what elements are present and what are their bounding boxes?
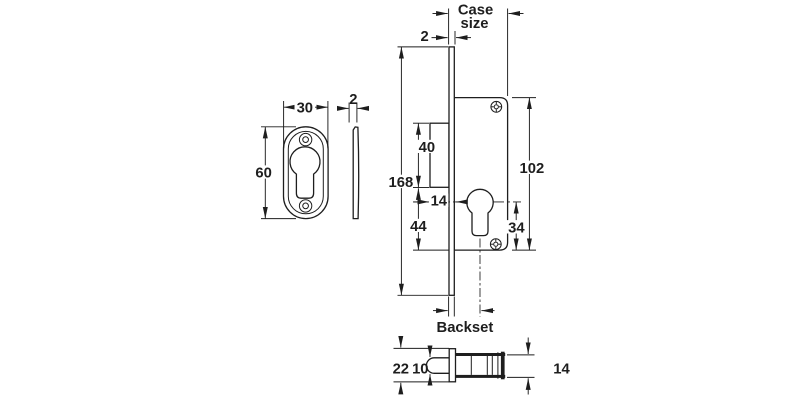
lock-bottom-view	[425, 348, 506, 383]
label-mask	[416, 139, 438, 153]
label-mask	[252, 165, 275, 179]
case-size-label-line1: Case	[458, 3, 493, 19]
dim-bolt-to-case-bottom: 44	[407, 188, 449, 251]
cylinder-to-case-bottom-dim-label: 34	[508, 220, 525, 236]
dim-bolt-height: 40	[413, 122, 438, 188]
dim-faceplate-thickness: 2	[420, 29, 471, 45]
case-height-dim-label: 102	[520, 161, 545, 177]
dim-bolt-projection: 14	[413, 193, 468, 210]
bolt-to-case-bottom-dim-label: 44	[410, 219, 427, 235]
case-thickness-dim-label: 14	[553, 362, 570, 378]
case-euro-profile-cutout	[466, 188, 494, 237]
bottom-case-end-cap	[500, 351, 505, 380]
dim-case-height: 102	[512, 97, 546, 251]
label-mask	[518, 160, 546, 174]
dim-backset: Backset	[433, 296, 495, 336]
escutcheon-front-view	[282, 126, 329, 220]
dim-cylinder-to-case-bottom: 34	[505, 201, 527, 251]
escutcheon-height-dim-label: 60	[255, 166, 271, 182]
escutcheon-screw-hole-bottom-inner	[302, 202, 309, 210]
escutcheon-thickness-dim-label: 2	[349, 92, 357, 108]
escutcheon-inner-outline	[287, 130, 324, 215]
bottom-faceplate	[448, 348, 457, 383]
label-mask	[407, 218, 429, 232]
escutcheon-screw-hole-top	[298, 132, 313, 147]
label-mask	[428, 193, 449, 207]
dim-faceplate-length: 168	[387, 46, 448, 296]
dim-faceplate-width: 22	[393, 335, 449, 395]
case-size-label-line2: size	[461, 16, 489, 32]
escutcheon-screw-hole-top-inner	[302, 136, 309, 143]
dim-case-size: Case size	[432, 3, 524, 96]
escutcheon-euro-profile-cutout	[289, 146, 321, 199]
bottom-case-top-edge	[455, 353, 506, 356]
escutcheon-side-profile	[352, 126, 360, 220]
lock-front-view	[413, 46, 521, 317]
dim-escutcheon-height: 60	[252, 126, 296, 220]
faceplate-width-dim-label: 22	[393, 362, 409, 378]
escutcheon-width-dim-label: 30	[297, 101, 313, 117]
faceplate-length-dim-label: 168	[389, 175, 414, 191]
bolt-projection-dim-label: 14	[431, 194, 448, 210]
backset-label: Backset	[437, 320, 494, 336]
lock-case-body	[453, 96, 509, 251]
bolt-height-dim-label: 40	[419, 140, 435, 156]
faceplate	[448, 46, 455, 296]
escutcheon-screw-hole-bottom	[298, 199, 313, 213]
label-mask	[294, 100, 315, 114]
bottom-cylinder-profile	[425, 357, 451, 374]
escutcheon-outer-outline	[282, 126, 329, 220]
dim-cylinder-width: 10	[412, 345, 433, 386]
label-mask	[387, 174, 415, 189]
bottom-case-bottom-edge	[455, 374, 506, 378]
dim-escutcheon-thickness: 2	[337, 92, 369, 123]
faceplate-thickness-dim-label: 2	[420, 29, 428, 45]
escutcheon-side-view	[352, 126, 360, 220]
dim-escutcheon-width: 30	[283, 100, 329, 148]
label-mask	[505, 220, 527, 234]
cylinder-width-dim-label: 10	[412, 362, 428, 378]
dim-case-thickness: 14	[507, 337, 570, 395]
